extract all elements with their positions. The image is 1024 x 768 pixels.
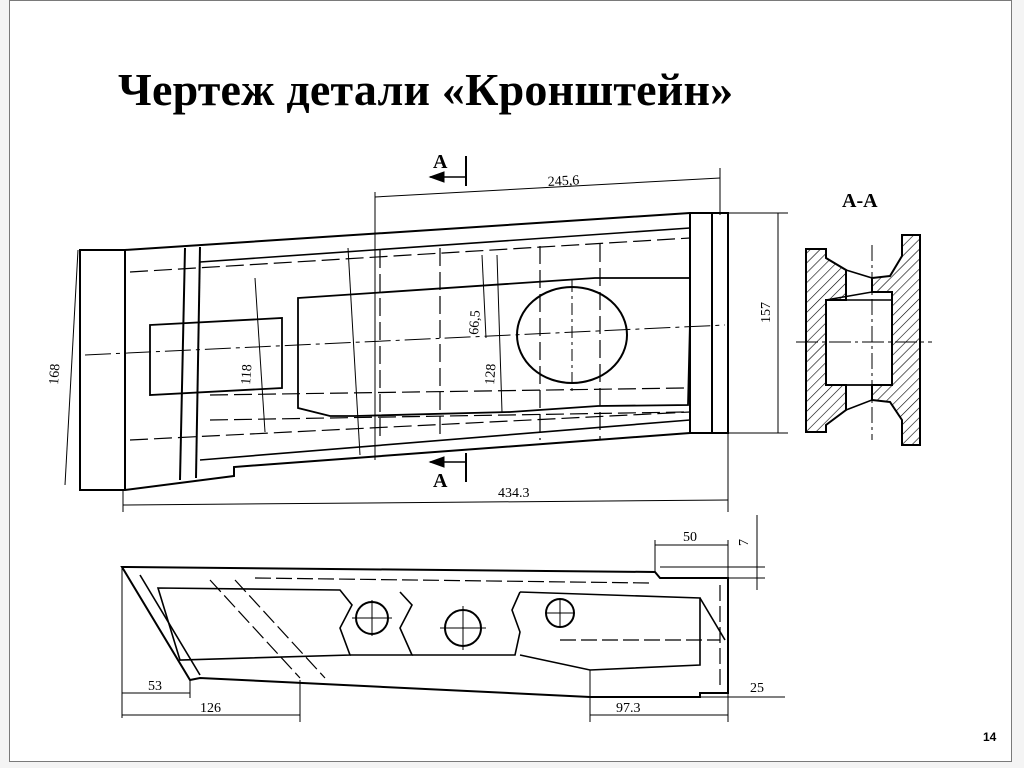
dim-118: 118 — [239, 364, 255, 385]
dim-50: 50 — [683, 530, 697, 545]
section-view — [796, 234, 932, 446]
side-view-dimensions — [121, 515, 785, 722]
section-label-bottom: А — [433, 470, 448, 492]
dim-128: 128 — [483, 363, 499, 385]
dim-66: 66,5 — [467, 310, 484, 335]
section-marker-bottom — [428, 453, 467, 482]
dim-434: 434.3 — [498, 486, 530, 501]
side-view-outline — [120, 565, 729, 698]
dim-25: 25 — [750, 681, 764, 696]
dim-168: 168 — [47, 363, 63, 385]
page-number: 14 — [983, 730, 997, 744]
dim-7: 7 — [737, 539, 752, 546]
dim-245: 245,6 — [547, 173, 579, 190]
side-view — [120, 565, 729, 698]
slide-title: Чертеж детали «Кронштейн» — [118, 64, 734, 115]
section-title: А-А — [842, 190, 878, 212]
top-view-dimensions — [64, 168, 788, 512]
dim-53: 53 — [148, 679, 162, 694]
dim-157: 157 — [759, 302, 774, 323]
dim-126: 126 — [200, 701, 221, 716]
section-label-top: А — [433, 151, 448, 173]
left-pocket — [149, 317, 283, 396]
dim-97: 97.3 — [616, 701, 641, 716]
section-marker-top — [428, 156, 467, 186]
central-window — [297, 277, 691, 417]
top-view-outline — [79, 212, 729, 491]
top-view — [79, 212, 729, 491]
